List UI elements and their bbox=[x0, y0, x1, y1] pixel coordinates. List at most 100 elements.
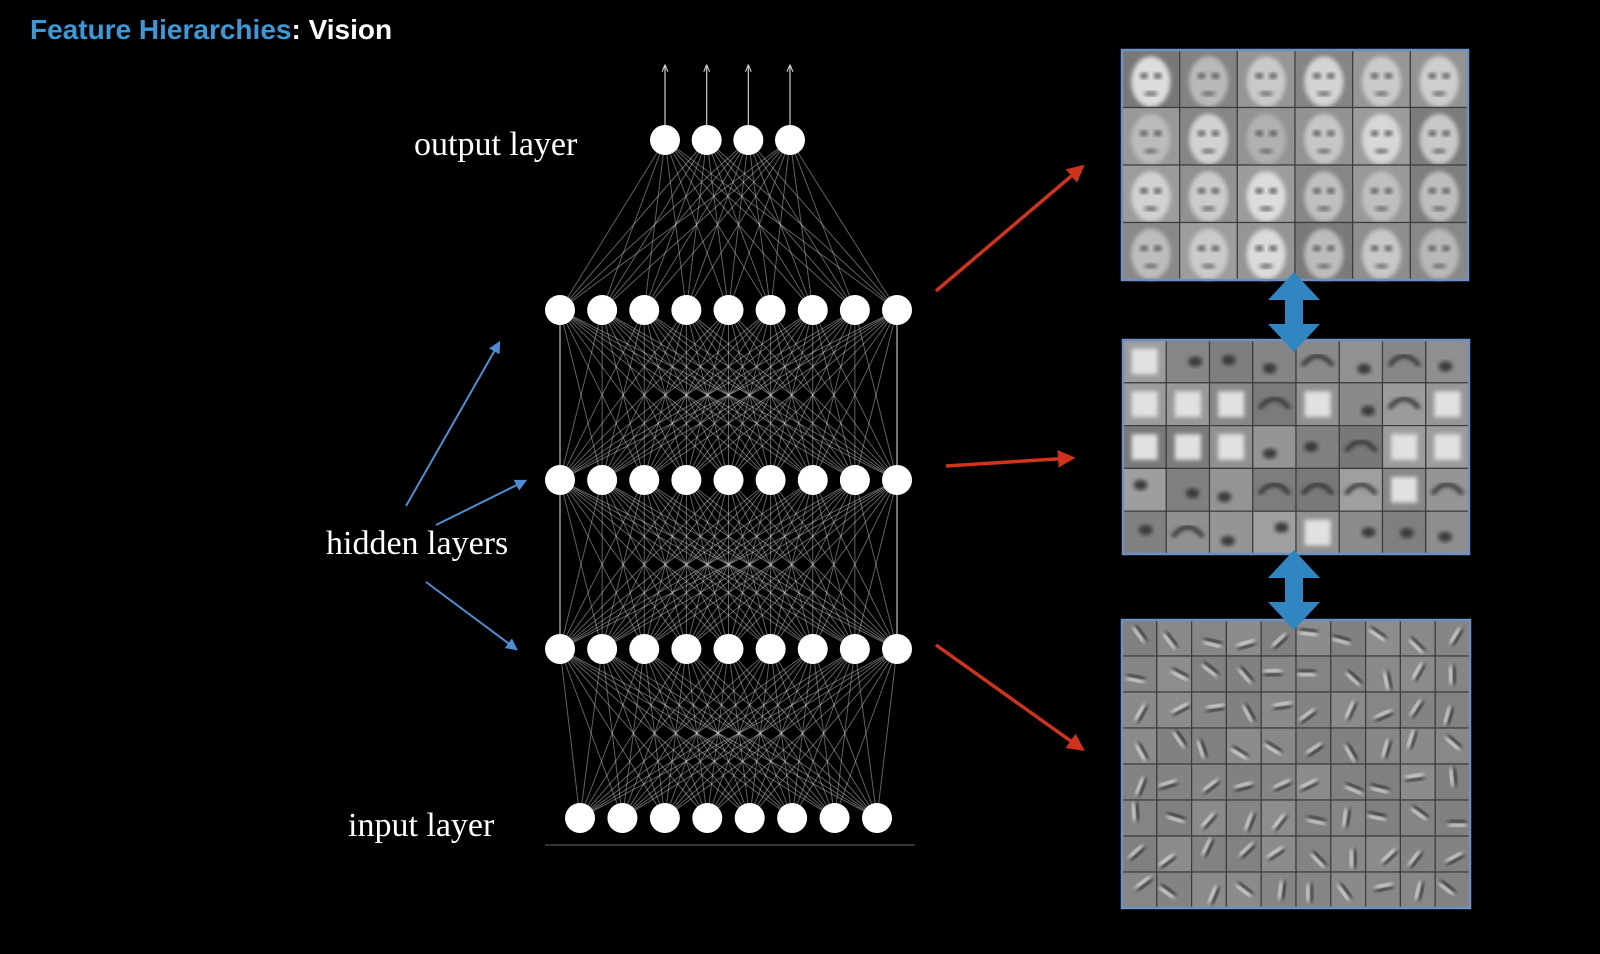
edge-l2-5-3 bbox=[685, 309, 772, 481]
edge-l0-6-8 bbox=[834, 648, 898, 819]
edge-l3-1-2 bbox=[601, 139, 749, 311]
edge-l1-6-2 bbox=[643, 479, 814, 650]
edge-l2-8-4 bbox=[728, 309, 898, 481]
edge-l0-6-4 bbox=[728, 648, 835, 819]
edges-cell bbox=[1190, 871, 1227, 909]
network-edges bbox=[559, 139, 898, 819]
edges-cell bbox=[1225, 835, 1262, 873]
node-l0-5 bbox=[777, 803, 808, 833]
edge-l1-1-6 bbox=[601, 479, 814, 650]
edge-l1-2-6 bbox=[643, 479, 814, 650]
face-parts-cell bbox=[1425, 382, 1470, 427]
edges-cell bbox=[1190, 727, 1227, 765]
edge-l1-5-1 bbox=[601, 479, 771, 650]
edges-cell bbox=[1190, 835, 1227, 873]
title-rest: : Vision bbox=[291, 14, 393, 45]
edge-l3-7-1 bbox=[706, 139, 856, 311]
edge-l0-7-7 bbox=[854, 648, 878, 819]
edge-l0-5-3 bbox=[685, 648, 793, 819]
edges-cell bbox=[1364, 619, 1401, 657]
faces-cell bbox=[1409, 106, 1469, 166]
edge-l3-5-3 bbox=[770, 139, 791, 311]
edge-l1-2-8 bbox=[643, 479, 898, 650]
edge-l1-1-8 bbox=[601, 479, 898, 650]
faces-cell bbox=[1409, 164, 1469, 224]
edge-l1-5-8 bbox=[770, 479, 898, 650]
edge-l0-5-4 bbox=[728, 648, 793, 819]
edge-l1-3-4 bbox=[685, 479, 729, 650]
faces-cell bbox=[1121, 49, 1181, 109]
edges-cell bbox=[1295, 835, 1332, 873]
faces-cell bbox=[1179, 106, 1238, 166]
edges-cell bbox=[1330, 871, 1367, 909]
edge-l0-2-2 bbox=[643, 648, 666, 819]
faces-cell bbox=[1409, 221, 1469, 281]
edge-l1-3-0 bbox=[559, 479, 687, 650]
edge-l2-3-4 bbox=[685, 309, 729, 481]
edges-cell bbox=[1156, 763, 1193, 801]
face-parts-cell bbox=[1165, 510, 1211, 555]
face-parts-cell bbox=[1381, 467, 1427, 512]
node-l0-0 bbox=[565, 803, 595, 833]
edge-l0-0-8 bbox=[579, 648, 898, 819]
edge-l2-6-7 bbox=[812, 309, 856, 481]
edges-cell bbox=[1330, 655, 1367, 693]
edges-cell bbox=[1434, 619, 1471, 657]
faces-cell bbox=[1352, 49, 1411, 109]
edge-l1-4-1 bbox=[601, 479, 729, 650]
edge-l2-3-6 bbox=[685, 309, 814, 481]
node-l3-1 bbox=[587, 295, 618, 325]
edge-l2-2-6 bbox=[643, 309, 814, 481]
edge-l2-4-1 bbox=[601, 309, 729, 481]
node-l1-7 bbox=[839, 634, 870, 664]
edge-l3-4-0 bbox=[664, 139, 729, 311]
edge-l1-3-5 bbox=[685, 479, 772, 650]
edge-l3-7-0 bbox=[664, 139, 856, 311]
node-l0-2 bbox=[649, 803, 680, 833]
edges-cell bbox=[1156, 691, 1193, 729]
edge-l2-1-5 bbox=[601, 309, 771, 481]
edges-cell bbox=[1399, 691, 1436, 729]
edge-l1-1-4 bbox=[601, 479, 729, 650]
edge-l1-6-7 bbox=[812, 479, 856, 650]
edge-l3-6-1 bbox=[706, 139, 814, 311]
edge-l0-3-1 bbox=[601, 648, 708, 819]
edge-l2-5-4 bbox=[728, 309, 772, 481]
node-l0-6 bbox=[819, 803, 850, 833]
edge-l3-6-3 bbox=[789, 139, 814, 311]
node-l1-0 bbox=[545, 634, 575, 664]
edge-l2-7-6 bbox=[812, 309, 856, 481]
edges-cell bbox=[1190, 691, 1227, 729]
feature-panel-edges bbox=[1120, 618, 1472, 910]
edge-l3-4-3 bbox=[728, 139, 791, 311]
edge-l0-0-5 bbox=[579, 648, 771, 819]
node-l3-2 bbox=[629, 295, 660, 325]
edge-l2-0-2 bbox=[559, 309, 645, 481]
edge-l0-4-6 bbox=[749, 648, 814, 819]
edges-cell bbox=[1399, 835, 1436, 873]
edge-l0-1-5 bbox=[622, 648, 772, 819]
edges-cell bbox=[1364, 835, 1401, 873]
node-l1-8 bbox=[882, 634, 912, 664]
edge-l1-4-3 bbox=[685, 479, 729, 650]
edge-l2-2-8 bbox=[643, 309, 898, 481]
edge-l2-5-7 bbox=[770, 309, 856, 481]
edge-l0-5-0 bbox=[559, 648, 793, 819]
edges-cell bbox=[1260, 835, 1297, 873]
face-parts-cell bbox=[1338, 425, 1384, 470]
edge-l2-1-0 bbox=[559, 309, 603, 481]
edge-l3-2-0 bbox=[643, 139, 666, 311]
edge-l2-4-5 bbox=[728, 309, 772, 481]
edges-cell bbox=[1364, 871, 1401, 909]
edge-l2-0-5 bbox=[559, 309, 771, 481]
edges-cell bbox=[1190, 799, 1227, 837]
edge-l0-0-7 bbox=[579, 648, 856, 819]
edges-cell bbox=[1399, 655, 1436, 693]
faces-cell bbox=[1294, 221, 1354, 281]
edge-l0-6-2 bbox=[643, 648, 835, 819]
edge-l2-2-5 bbox=[643, 309, 772, 481]
edge-l2-4-2 bbox=[643, 309, 729, 481]
edge-l1-6-1 bbox=[601, 479, 814, 650]
edge-l1-5-6 bbox=[770, 479, 814, 650]
edge-l0-6-6 bbox=[812, 648, 836, 819]
